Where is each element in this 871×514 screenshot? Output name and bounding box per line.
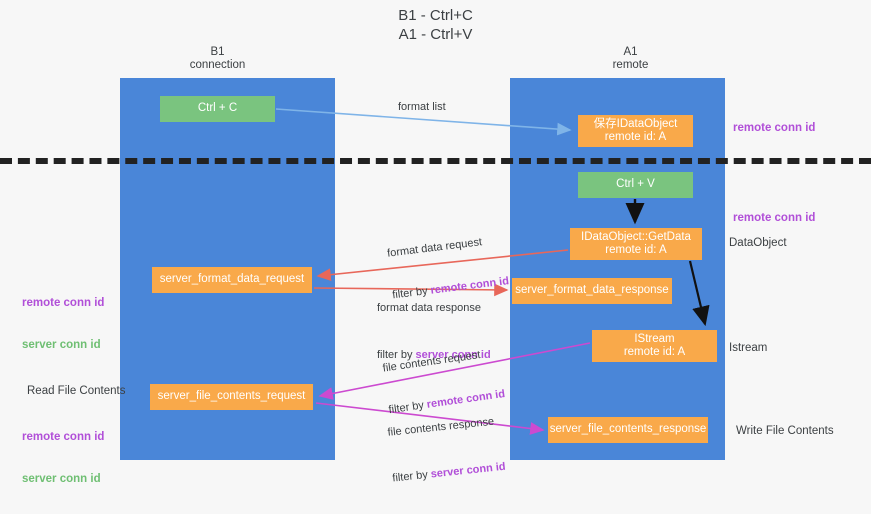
filter-prefix: filter by <box>377 349 416 361</box>
filter-key-server-conn-id: server conn id <box>415 349 491 361</box>
diagram-canvas: B1 - Ctrl+C A1 - Ctrl+V B1 connection A1… <box>0 7 871 485</box>
edge-label-format-data-response: format data response filter by server co… <box>377 273 491 390</box>
box-istream[interactable]: IStream remote id: A <box>592 330 717 362</box>
annotation-server-conn-id: server conn id <box>22 339 101 351</box>
annotation-right-dataobject: DataObject <box>729 237 787 249</box>
filter-prefix: filter by <box>391 468 432 485</box>
box-ctrl-c[interactable]: Ctrl + C <box>160 96 275 122</box>
box-idataobject-getdata[interactable]: IDataObject::GetData remote id: A <box>570 228 702 260</box>
annotation-remote-conn-id: remote conn id <box>22 431 105 443</box>
box-server-file-contents-request[interactable]: server_file_contents_request <box>150 384 313 410</box>
annotation-right-write-file-contents: Write File Contents <box>736 425 834 437</box>
edge-label-format-list: format list <box>398 101 446 113</box>
lane-header-b1: B1 connection <box>189 46 246 71</box>
annotation-left-conn-ids-top: remote conn id server conn id <box>22 268 104 380</box>
edge-label-line-primary: format data response <box>377 302 481 314</box>
page-title: B1 - Ctrl+C A1 - Ctrl+V <box>398 7 473 43</box>
box-server-format-data-response[interactable]: server_format_data_response <box>512 278 672 304</box>
annotation-right-remote-conn-id-top: remote conn id <box>733 122 816 134</box>
box-ctrl-v[interactable]: Ctrl + V <box>578 172 693 198</box>
edge-label-line-primary: file contents request <box>382 349 482 375</box>
box-server-file-contents-response[interactable]: server_file_contents_response <box>548 417 708 443</box>
annotation-right-remote-conn-id-mid: remote conn id <box>733 212 816 224</box>
lane-header-a1: A1 remote <box>612 46 649 71</box>
annotation-left-conn-ids-bottom: remote conn id server conn id <box>22 402 104 514</box>
edge-label-file-contents-response: file contents response filter by server … <box>384 386 509 513</box>
box-server-format-data-request[interactable]: server_format_data_request <box>152 267 312 293</box>
phase-divider <box>0 158 871 164</box>
edge-label-line-filter: filter by server conn id <box>377 348 491 362</box>
filter-key-server-conn-id: server conn id <box>430 460 507 481</box>
edge-label-line-filter: filter by server conn id <box>392 460 507 486</box>
annotation-left-read-file-contents: Read File Contents <box>27 385 126 397</box>
annotation-right-istream: Istream <box>729 342 768 354</box>
edge-label-line-primary: format data request <box>386 236 483 260</box>
annotation-server-conn-id: server conn id <box>22 473 101 485</box>
annotation-remote-conn-id: remote conn id <box>22 297 105 309</box>
edge-label-line-primary: file contents response <box>387 415 495 439</box>
box-idataobject[interactable]: 保存IDataObject remote id: A <box>578 115 693 147</box>
